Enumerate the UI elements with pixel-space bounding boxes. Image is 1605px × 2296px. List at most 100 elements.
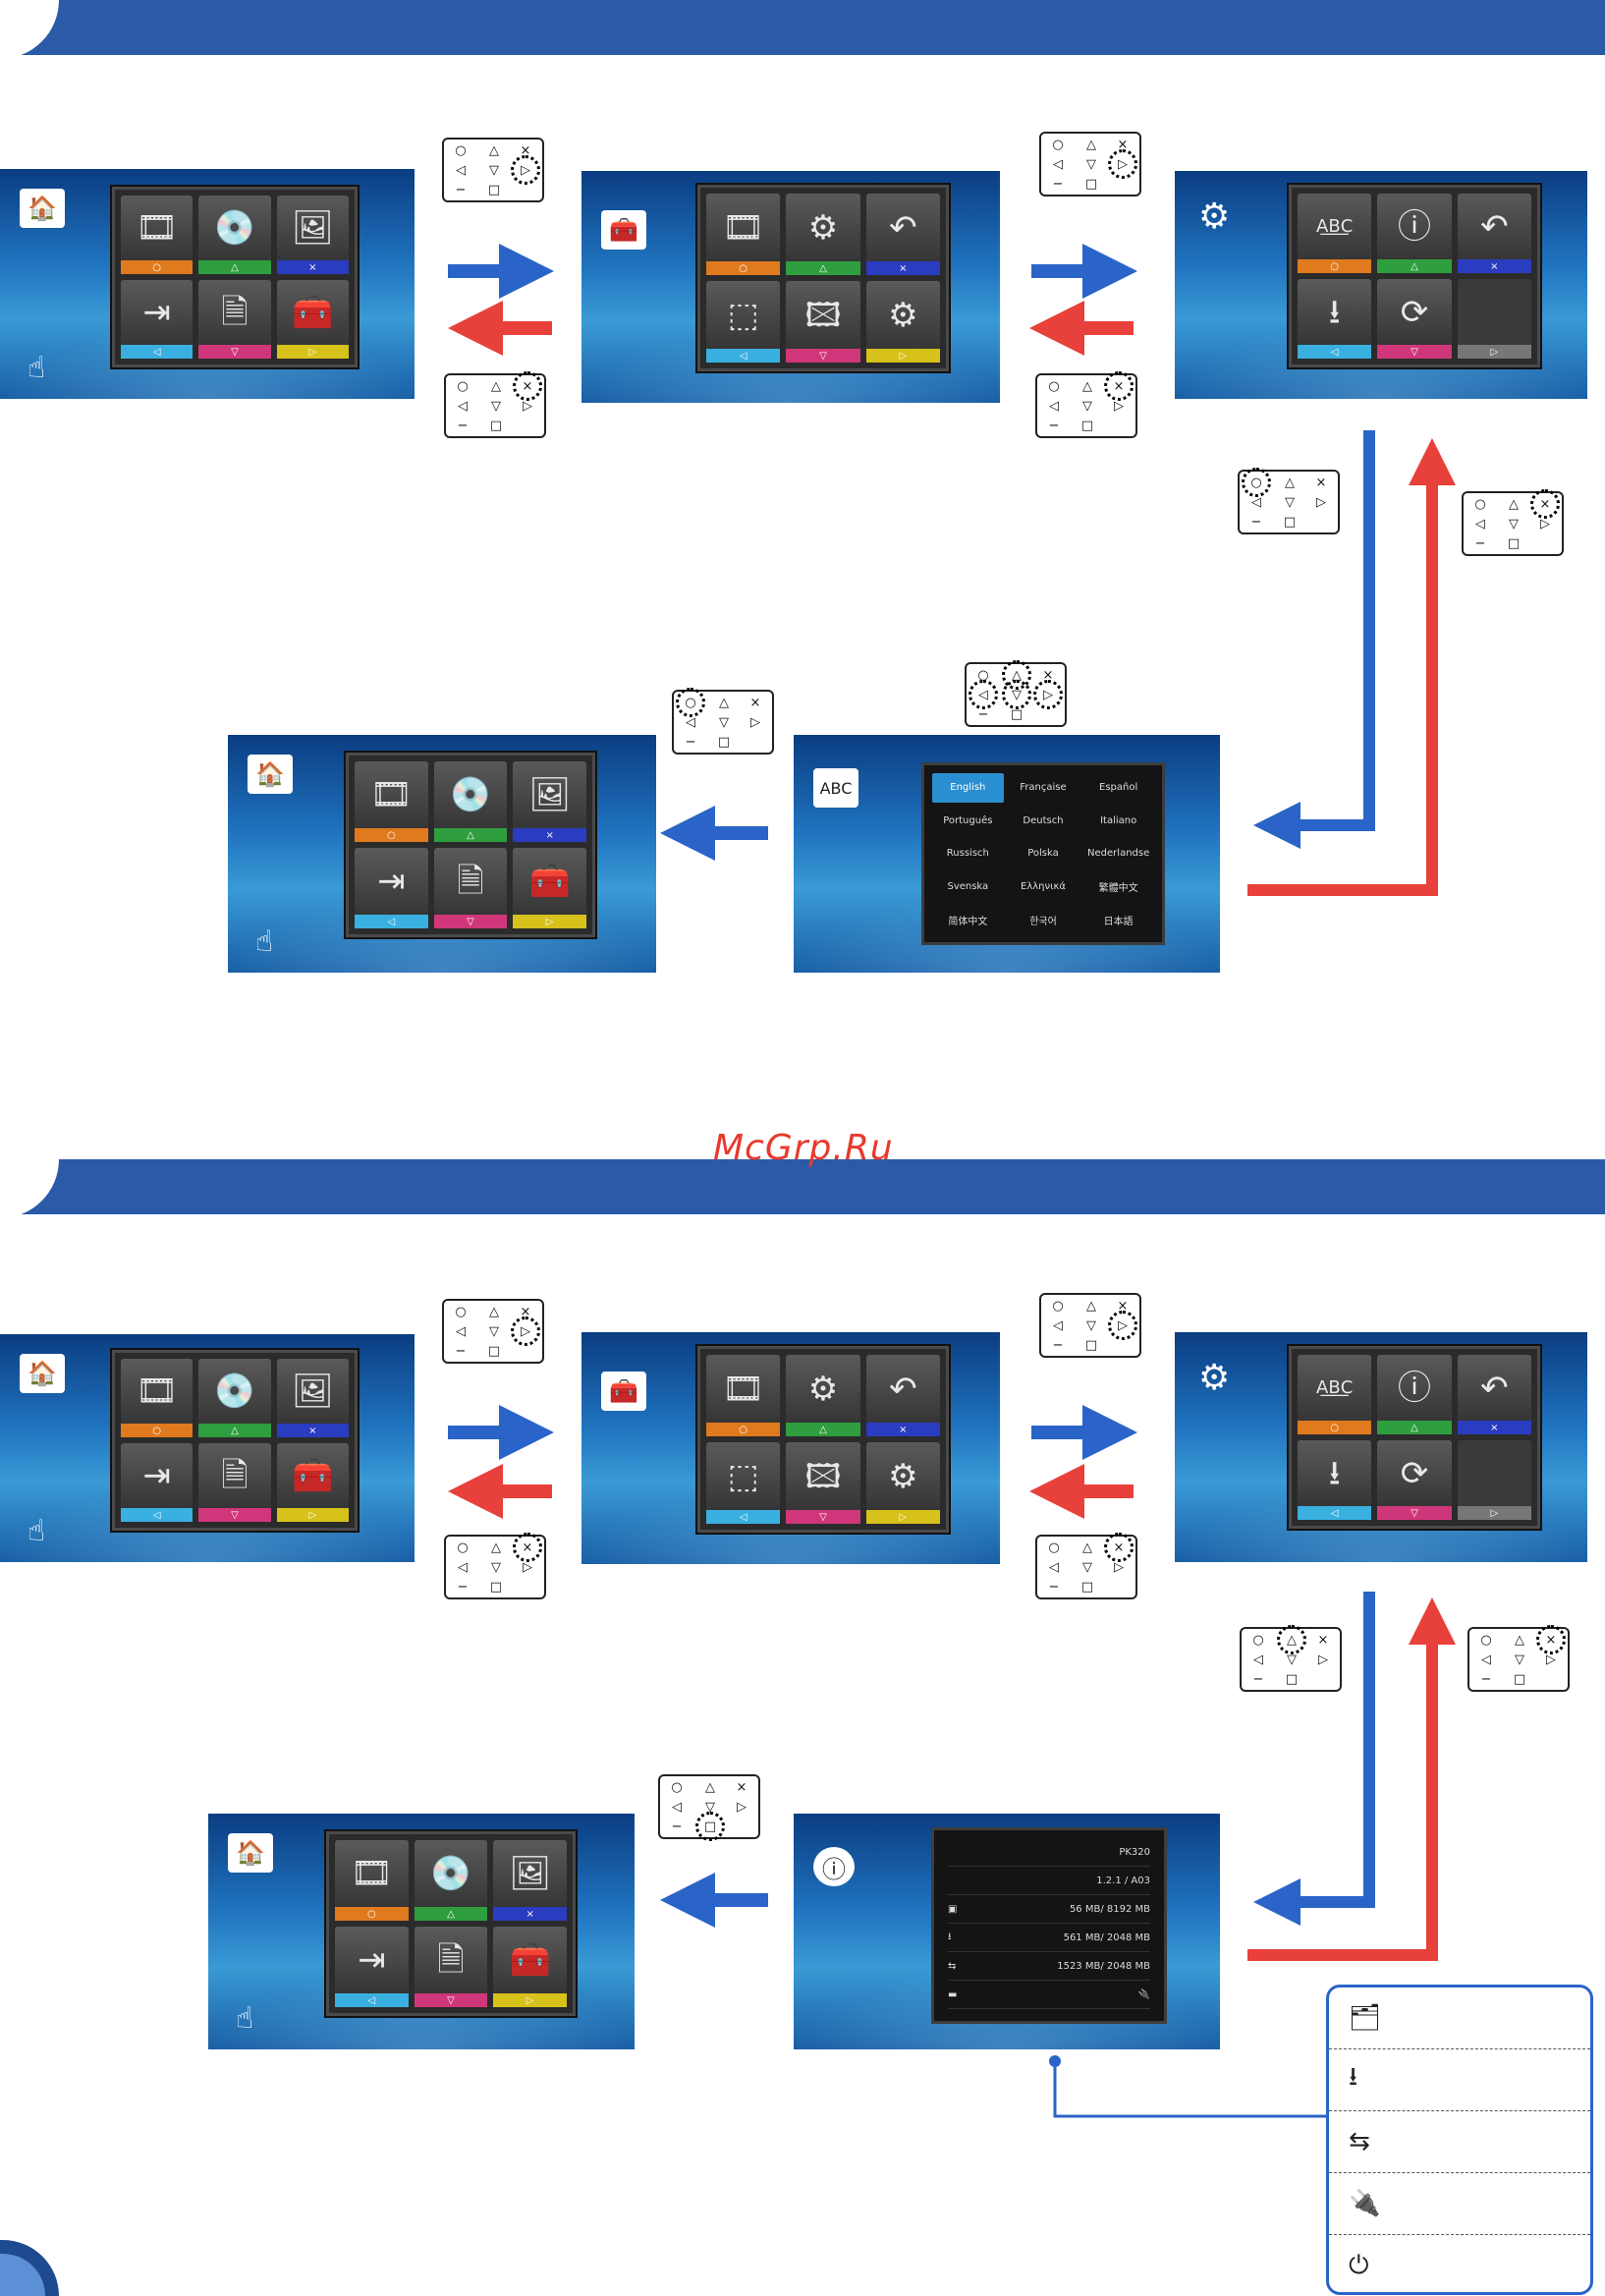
screen-home-2: 🏠 ☝ 🎞○ 💿△ 🖼× ⇥◁ 🗎▽ 🧰▷	[228, 735, 656, 973]
remote-diagram: ○△× ◁▽▷ −□	[965, 660, 1067, 727]
remote-diagram: ○△× ◁▽▷ −□	[1039, 1293, 1141, 1358]
remote-diagram: ○△× ◁▽▷ −□	[1240, 1625, 1342, 1692]
back-icon: ↶	[889, 1369, 917, 1409]
language-option[interactable]: Español	[1099, 782, 1138, 794]
tile-back[interactable]: ↶×	[865, 1355, 940, 1436]
tile-document[interactable]: 🗎▽	[198, 1443, 271, 1522]
tile-input[interactable]: ⇥◁	[335, 1927, 409, 2007]
tile-input[interactable]: ⇥◁	[355, 848, 428, 928]
tile-settings[interactable]: ⚙▷	[865, 1442, 940, 1524]
remote-diagram: ○△× ◁▽▷ −□	[1039, 132, 1141, 196]
movie-icon: 🎞	[136, 208, 179, 248]
update-icon: ⭳	[1328, 1453, 1341, 1493]
language-option[interactable]: Polska	[1027, 848, 1059, 860]
legend-row: ⭳	[1329, 2049, 1590, 2111]
tile-language[interactable]: A͟B͟C○	[1298, 1355, 1372, 1434]
highlight-left	[969, 680, 998, 709]
tile-music[interactable]: 💿△	[433, 761, 508, 842]
language-option[interactable]: Deutsch	[1023, 814, 1064, 826]
tile-music[interactable]: 💿△	[414, 1840, 488, 1921]
home-icon: 🏠	[248, 755, 293, 794]
tile-update[interactable]: ⭳◁	[1298, 279, 1372, 359]
highlight-cross	[1104, 1533, 1134, 1562]
music-icon: 💿	[429, 1854, 472, 1893]
tile-movie[interactable]: 🎞○	[121, 1359, 194, 1437]
tile-slideshow[interactable]: 🖾▽	[786, 281, 860, 363]
tile-tools[interactable]: 🧰▷	[513, 848, 586, 928]
screen-settings-2: ⚙ A͟B͟C○ ⓘ△ ↶× ⭳◁ ⟳▽ ▷	[1175, 1332, 1587, 1562]
highlight-right	[1108, 1311, 1137, 1340]
remote-diagram: ○△× ◁▽▷ −□	[1467, 1625, 1570, 1692]
tile-slideshow[interactable]: 🖾▽	[786, 1442, 860, 1524]
settings-icon: ⚙	[888, 1456, 918, 1496]
tile-input[interactable]: ⇥◁	[121, 1443, 194, 1522]
tile-input[interactable]: ⇥◁	[121, 280, 194, 359]
language-option[interactable]: Ελληνικά	[1021, 881, 1066, 893]
tile-photo[interactable]: 🖼×	[513, 761, 586, 842]
tile-video-settings[interactable]: 🎞○	[706, 194, 781, 275]
power-plug-icon: 🔌	[1137, 1988, 1150, 2000]
tile-music[interactable]: 💿△	[198, 1359, 271, 1437]
gear-icon: ⚙	[1198, 196, 1231, 237]
tile-audio-settings[interactable]: ⚙△	[786, 194, 860, 275]
photo-icon: 🖼	[291, 208, 334, 248]
highlight-square	[695, 1812, 725, 1841]
tile-reset[interactable]: ⟳▽	[1377, 1440, 1452, 1520]
tile-photo[interactable]: 🖼×	[276, 196, 349, 274]
language-option[interactable]: 简体中文	[948, 916, 988, 927]
highlight-cross	[513, 1533, 542, 1562]
language-option[interactable]: Svenska	[947, 881, 989, 893]
screen-language: ABC English Française Español Português …	[794, 735, 1220, 973]
main-menu-grid: 🎞○ 💿△ 🖼× ⇥◁ 🗎▽ 🧰▷	[346, 753, 595, 937]
tile-back[interactable]: ↶×	[865, 194, 940, 275]
tile-photo[interactable]: 🖼×	[493, 1840, 567, 1921]
tile-tools[interactable]: 🧰▷	[276, 1443, 349, 1522]
photo-icon: 🖼	[509, 1854, 552, 1893]
tile-info[interactable]: ⓘ△	[1377, 194, 1452, 273]
battery-icon: ▬	[948, 1988, 958, 2000]
language-option[interactable]: 日本語	[1103, 916, 1134, 927]
tile-document[interactable]: 🗎▽	[433, 848, 508, 928]
language-option[interactable]: English	[932, 773, 1004, 803]
language-option[interactable]: Nederlandse	[1087, 848, 1150, 860]
tile-audio-settings[interactable]: ⚙△	[786, 1355, 860, 1436]
language-option[interactable]: 繁體中文	[1098, 883, 1138, 895]
tile-photo[interactable]: 🖼×	[276, 1359, 349, 1437]
tile-back[interactable]: ↶×	[1457, 1355, 1531, 1434]
tile-document[interactable]: 🗎▽	[414, 1927, 488, 2007]
tile-language[interactable]: A͟B͟C○	[1298, 194, 1372, 273]
tile-info[interactable]: ⓘ△	[1377, 1355, 1452, 1434]
info-row: ⇆1523 MB/ 2048 MB	[948, 1952, 1150, 1981]
hand-icon: ☝	[28, 351, 46, 385]
tile-picture-settings[interactable]: ⬚◁	[706, 1442, 781, 1524]
tile-settings[interactable]: ⚙▷	[865, 281, 940, 363]
tile-update[interactable]: ⭳◁	[1298, 1440, 1372, 1520]
tile-back[interactable]: ↶×	[1457, 194, 1531, 273]
remote-diagram: ○△× ◁▽▷ −□	[1035, 371, 1137, 438]
main-menu-grid: 🎞○ 💿△ 🖼× ⇥◁ 🗎▽ 🧰▷	[112, 187, 358, 367]
tile-tools[interactable]: 🧰▷	[493, 1927, 567, 2007]
tile-movie[interactable]: 🎞○	[335, 1840, 409, 1921]
info-row: ⭳561 MB/ 2048 MB	[948, 1924, 1150, 1952]
tile-tools[interactable]: 🧰▷	[276, 280, 349, 359]
language-option[interactable]: Russisch	[946, 848, 989, 860]
home-icon: 🏠	[20, 1354, 65, 1393]
tile-movie[interactable]: 🎞○	[121, 196, 194, 274]
language-option[interactable]: Italiano	[1100, 814, 1137, 826]
language-option[interactable]: 한국어	[1029, 916, 1057, 927]
tile-document[interactable]: 🗎▽	[198, 280, 271, 359]
screen-home-1: 🏠 ☝ 🎞○ 💿△ 🖼× ⇥◁ 🗎▽ 🧰▷	[0, 169, 415, 399]
language-option[interactable]: Française	[1020, 782, 1067, 794]
highlight-cross	[1536, 1625, 1566, 1654]
language-option[interactable]: Português	[943, 814, 993, 826]
tile-video-settings[interactable]: 🎞○	[706, 1355, 781, 1436]
photo-icon: 🖼	[528, 775, 572, 814]
home-icon: 🏠	[20, 189, 65, 228]
tools-icon: 🧰	[528, 862, 571, 901]
screen-home-3: 🏠 ☝ 🎞○ 💿△ 🖼× ⇥◁ 🗎▽ 🧰▷	[0, 1334, 415, 1562]
usb-icon: ⇆	[948, 1960, 957, 1972]
tile-reset[interactable]: ⟳▽	[1377, 279, 1452, 359]
tile-music[interactable]: 💿△	[198, 196, 271, 274]
tile-movie[interactable]: 🎞○	[355, 761, 428, 842]
tile-picture-settings[interactable]: ⬚◁	[706, 281, 781, 363]
